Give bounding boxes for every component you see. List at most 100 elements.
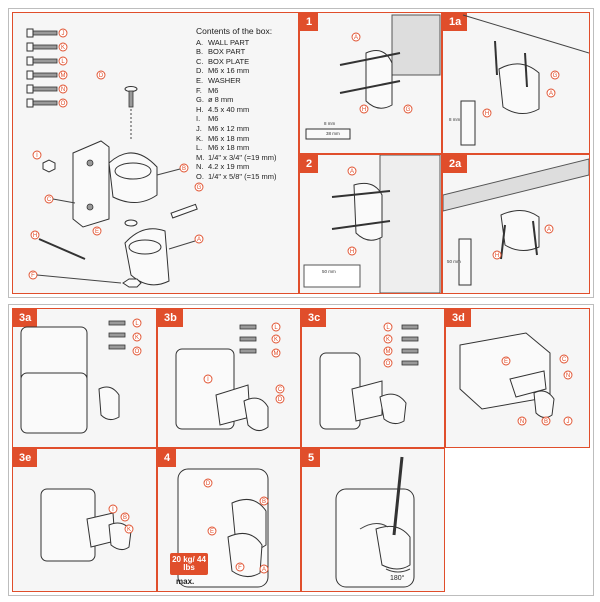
step-3d-illustration: E C N N B J [459, 332, 573, 426]
step-3b-panel: 3b L K M I C D [157, 308, 301, 448]
svg-text:A: A [354, 35, 358, 41]
svg-text:D: D [278, 397, 283, 403]
step-3a-label: 3a [13, 309, 38, 327]
contents-row: O.1/4" x 5/8" (=15 mm)2 [196, 171, 277, 181]
step-3c-panel: 3c L K M O [301, 308, 445, 448]
svg-text:K: K [135, 335, 139, 341]
svg-text:N: N [61, 87, 65, 93]
step-5-label: 5 [302, 449, 321, 467]
screw-h: H [30, 230, 86, 260]
svg-text:H: H [495, 253, 499, 259]
svg-text:C: C [562, 357, 567, 363]
step-3a-panel: 3a L K O [12, 308, 157, 448]
svg-text:M: M [386, 349, 391, 355]
svg-text:G: G [197, 185, 202, 191]
screw-d: D [96, 70, 138, 108]
contents-row: K.M6 x 18 mm2 [196, 133, 250, 143]
nut-f: F [28, 270, 142, 288]
contents-row: H.4.5 x 40 mm4 [196, 104, 250, 114]
contents-row: J.M6 x 12 mm4 [196, 123, 250, 133]
contents-row: A.WALL PART2 [196, 37, 250, 47]
step-1a-illustration: G A H 8 mm [449, 14, 589, 146]
svg-text:K: K [274, 337, 278, 343]
svg-text:H: H [485, 111, 489, 117]
step-2-panel: 2 A H 50 mm [299, 154, 442, 294]
svg-text:K: K [61, 45, 65, 51]
svg-text:F: F [238, 565, 242, 571]
step-3e-label: 3e [13, 449, 38, 467]
svg-text:L: L [61, 59, 65, 65]
screw-j: J [26, 28, 68, 38]
svg-text:G: G [406, 107, 411, 113]
svg-text:C: C [47, 197, 52, 203]
svg-text:O: O [135, 349, 140, 355]
step-1a-panel: 1a G A H 8 mm [442, 12, 590, 154]
svg-text:A: A [350, 169, 354, 175]
step-2-label: 2 [300, 155, 319, 173]
parts-overview-panel: J K L M N O D C I B E G [12, 12, 299, 294]
step-3d-panel: 3d E C N N B J [445, 308, 590, 448]
svg-text:M: M [61, 73, 66, 79]
box-plate-c: C [44, 140, 110, 228]
anchor-g: G [170, 182, 204, 219]
dim-38mm: 38 mm [326, 131, 340, 136]
step-3c-illustration: L K M O [319, 322, 419, 430]
svg-text:D: D [206, 481, 211, 487]
contents-row: C.BOX PLATE2 [196, 56, 250, 66]
svg-text:I: I [36, 153, 38, 159]
screw-m: M [26, 70, 68, 80]
contents-row: E.WASHER2 [196, 75, 241, 85]
contents-row: L.M6 x 18 mm2 [196, 143, 250, 153]
svg-text:J: J [567, 419, 570, 425]
step-2a-label: 2a [443, 155, 468, 173]
box-part-b: B [108, 152, 189, 203]
step-3c-label: 3c [302, 309, 327, 327]
svg-text:E: E [210, 529, 214, 535]
step-5-illustration [335, 456, 415, 588]
step-1-panel: 1 A H G 8 mm 38 mm [299, 12, 442, 154]
svg-text:B: B [262, 499, 266, 505]
svg-text:D: D [99, 73, 104, 79]
svg-text:E: E [95, 229, 99, 235]
svg-text:B: B [544, 419, 548, 425]
step-3a-illustration: L K O [20, 318, 142, 434]
step-1a-label: 1a [443, 13, 468, 31]
svg-text:L: L [386, 325, 390, 331]
svg-text:N: N [566, 373, 570, 379]
svg-text:B: B [123, 515, 127, 521]
svg-text:I: I [207, 377, 209, 383]
svg-text:L: L [135, 321, 139, 327]
contents-row: N.4.2 x 19 mm4 [196, 162, 250, 172]
svg-text:A: A [197, 237, 201, 243]
empty-cell [445, 448, 588, 590]
svg-text:A: A [547, 227, 551, 233]
contents-row: G.ø 8 mm4 [196, 95, 234, 105]
svg-text:G: G [553, 73, 558, 79]
contents-row: I.M62 [196, 114, 219, 124]
step-3b-illustration: L K M I C D [175, 322, 285, 431]
contents-row: B.BOX PART2 [196, 47, 246, 57]
dim-8mm: 8 mm [324, 121, 336, 126]
rotation-angle: 180° [390, 575, 405, 582]
parts-overview-illustration: J K L M N O D C I B E G [26, 28, 204, 288]
dim-50mm: 50 mm [322, 269, 336, 274]
screw-o: O [26, 98, 68, 108]
step-3d-label: 3d [446, 309, 471, 327]
screw-n: N [26, 84, 68, 94]
svg-text:O: O [386, 361, 391, 367]
svg-text:F: F [31, 273, 35, 279]
weight-limit-badge: 20 kg/ 44 lbs [170, 553, 208, 575]
contents-list: Contents of the box: A.WALL PART2 B.BOX … [196, 26, 298, 182]
step-2a-panel: 2a A H 50 mm [442, 154, 590, 294]
dim-50mm-2a: 50 mm [447, 259, 461, 264]
svg-text:C: C [278, 387, 283, 393]
step-4-panel: 4 D B E A F 20 kg/ 44 lbs max. [157, 448, 301, 592]
svg-text:M: M [274, 351, 279, 357]
contents-title: Contents of the box: [196, 26, 273, 36]
washer-e: E [92, 219, 138, 236]
step-1-illustration: A H G 8 mm 38 mm [305, 14, 441, 140]
step-4-label: 4 [158, 449, 177, 467]
step-3e-panel: 3e I B K [12, 448, 157, 592]
svg-text:N: N [520, 419, 524, 425]
svg-text:H: H [33, 233, 37, 239]
